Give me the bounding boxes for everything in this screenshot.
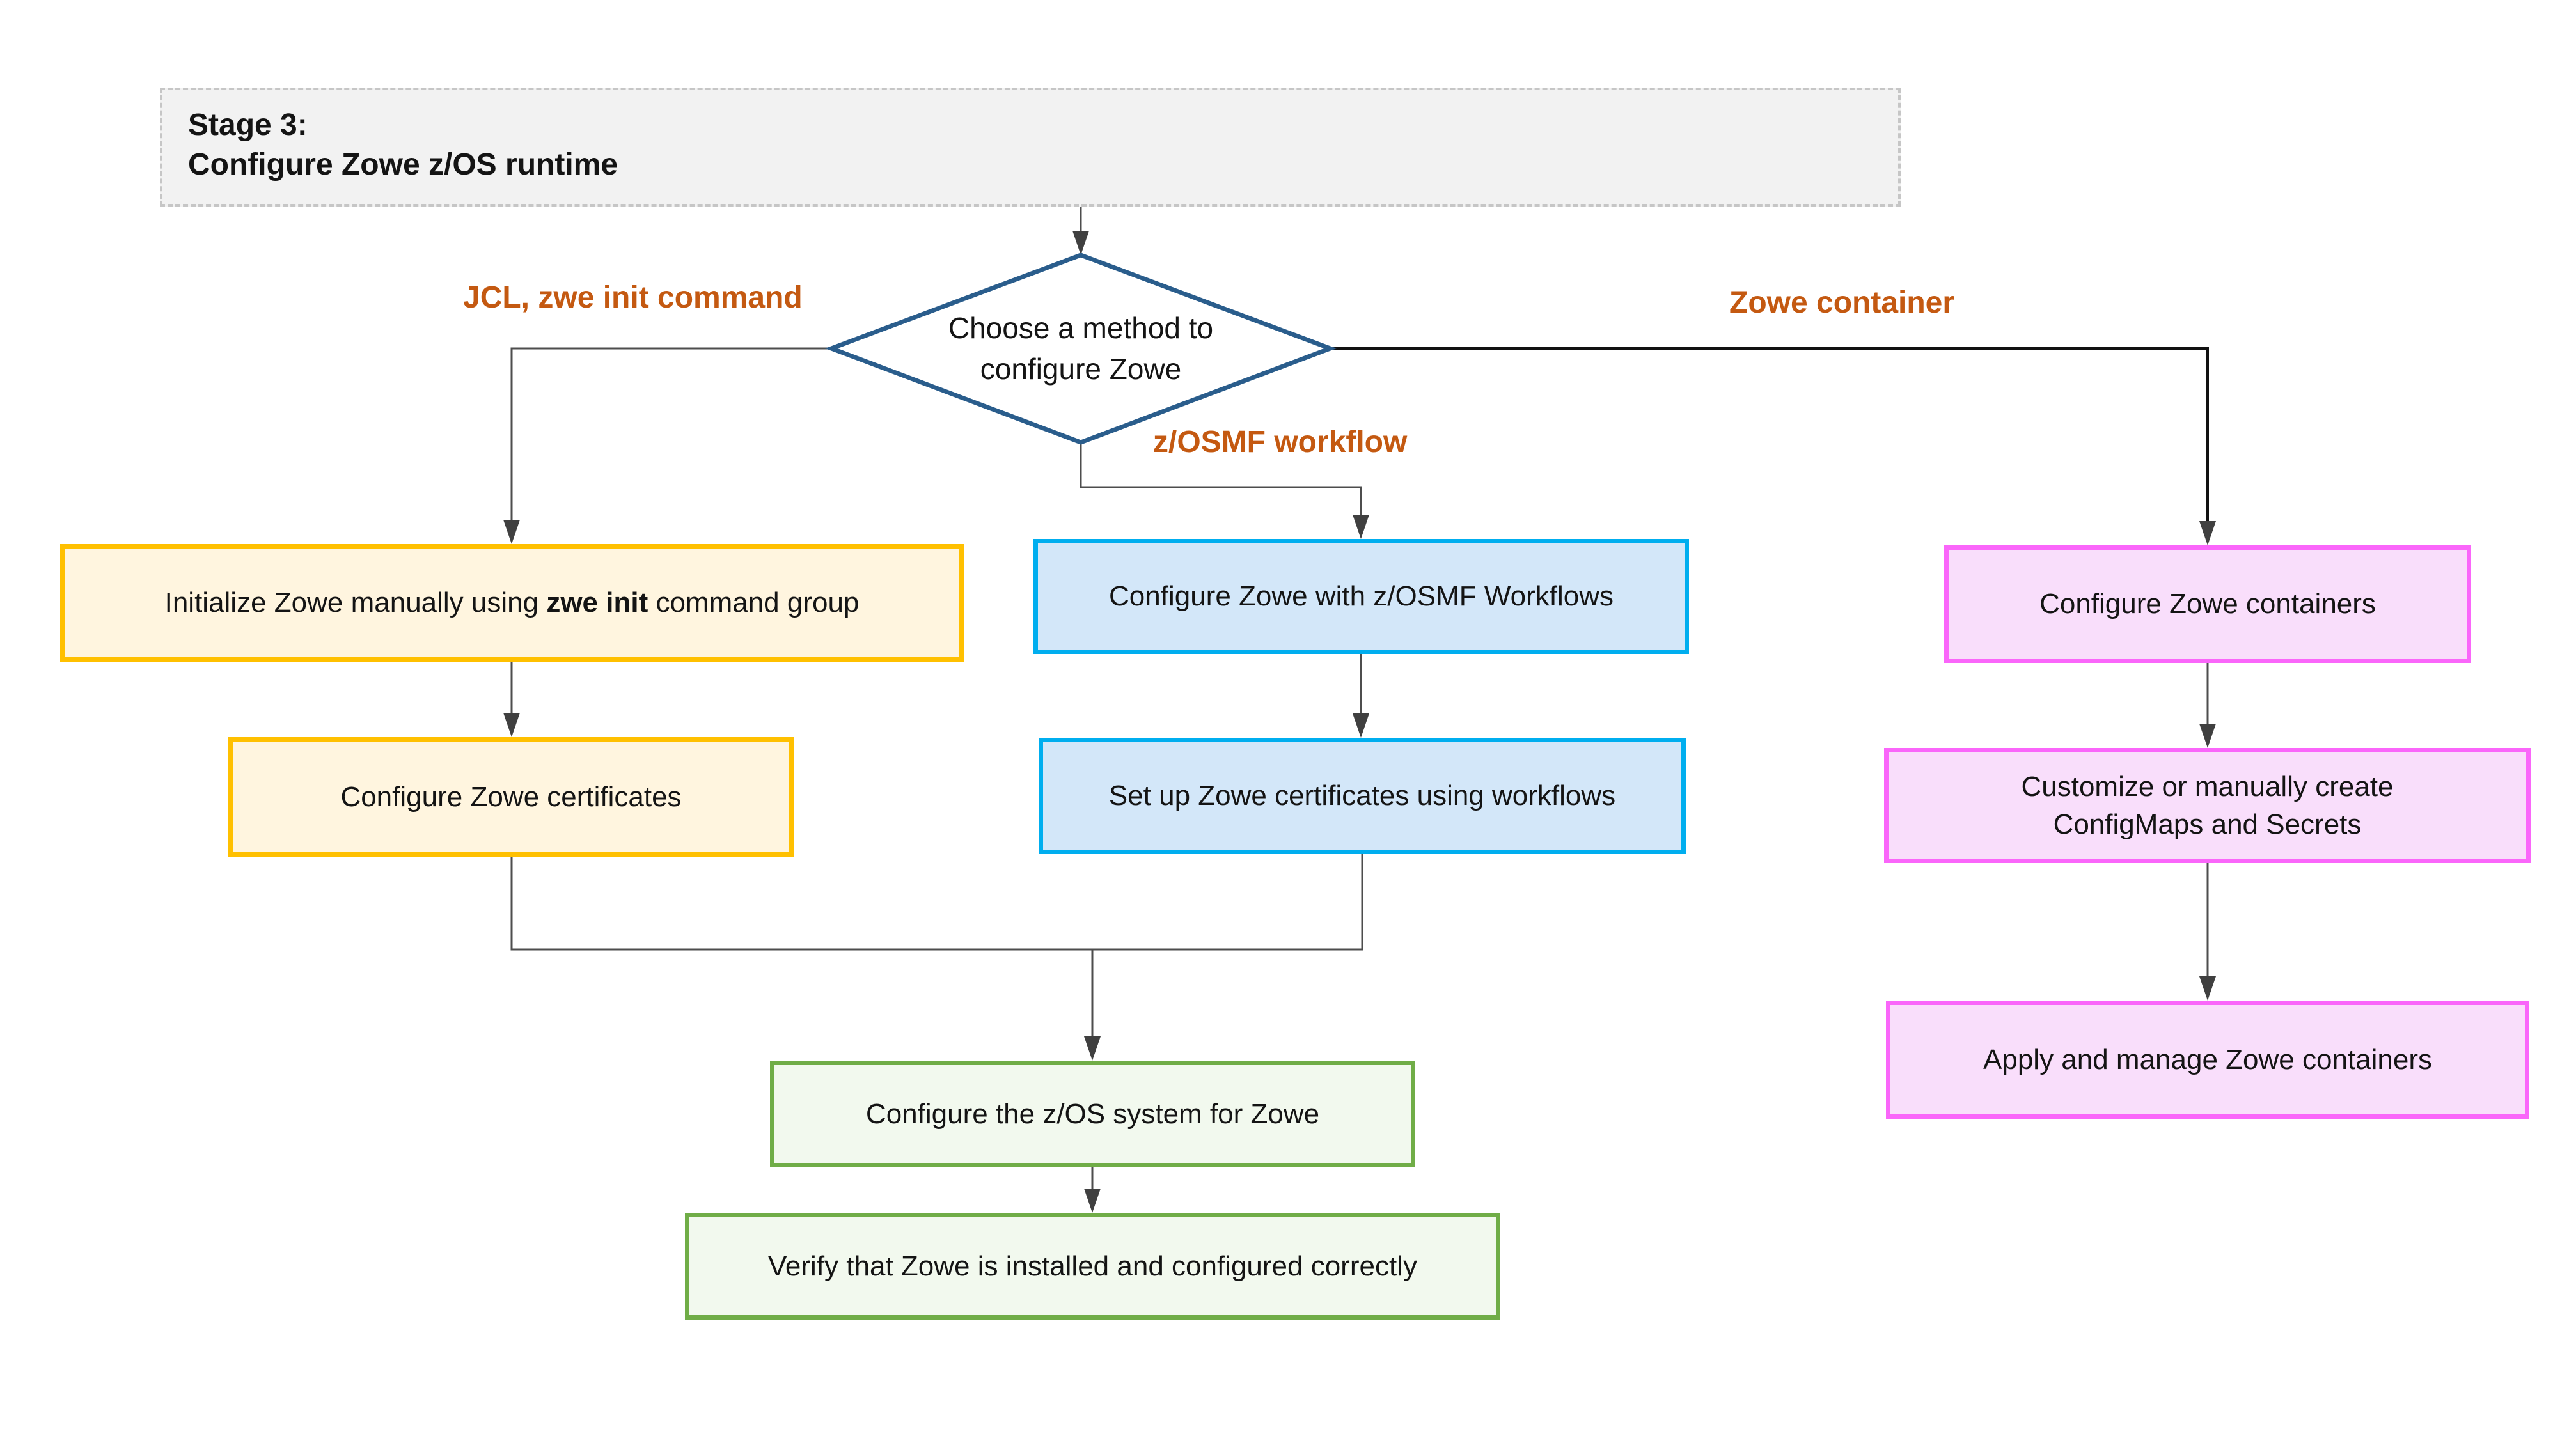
- node-configure-certificates: Configure Zowe certificates: [228, 737, 794, 857]
- arrowhead-icon: [1353, 515, 1369, 539]
- connector-branch-right: [1330, 347, 2209, 524]
- arrowhead-icon: [2199, 976, 2216, 1001]
- node-setup-certificates-workflows: Set up Zowe certificates using workflows: [1039, 738, 1686, 854]
- arrowhead-icon: [1072, 231, 1089, 255]
- decision-line1: Choose a method to: [948, 311, 1214, 345]
- node-initialize-suffix: command group: [648, 587, 860, 619]
- decision-diamond: [825, 253, 1337, 445]
- node-configure-containers: Configure Zowe containers: [1944, 545, 2471, 663]
- node-initialize-prefix: Initialize Zowe manually using: [164, 587, 547, 619]
- node-initialize-bold: zwe init: [546, 587, 648, 619]
- arrowhead-icon: [2199, 521, 2216, 545]
- node-customize-configmaps: Customize or manually create ConfigMaps …: [1884, 748, 2531, 863]
- stage-banner: Stage 3: Configure Zowe z/OS runtime: [160, 88, 1901, 207]
- connector-branch-middle: [1080, 442, 1362, 518]
- arrowhead-icon: [503, 713, 520, 737]
- branch-label-jcl: JCL, zwe init command: [463, 281, 803, 315]
- arrowhead-icon: [1353, 713, 1369, 738]
- arrowhead-icon: [503, 520, 520, 544]
- branch-label-zosmf: z/OSMF workflow: [1153, 425, 1408, 459]
- branch-label-container: Zowe container: [1729, 286, 1955, 320]
- node-verify-installation: Verify that Zowe is installed and config…: [685, 1213, 1500, 1320]
- node-configure-zos-system: Configure the z/OS system for Zowe: [770, 1061, 1415, 1167]
- connector-merge: [510, 854, 1363, 951]
- stage-banner-line1: Stage 3:: [188, 108, 308, 142]
- arrowhead-icon: [2199, 724, 2216, 748]
- node-configure-zosmf-workflows: Configure Zowe with z/OSMF Workflows: [1033, 539, 1689, 654]
- node-customize-line2: ConfigMaps and Secrets: [2053, 809, 2362, 840]
- decision-label: Choose a method to configure Zowe: [825, 255, 1337, 442]
- stage-banner-line2: Configure Zowe z/OS runtime: [188, 148, 618, 182]
- decision-line2: configure Zowe: [980, 352, 1182, 386]
- arrowhead-icon: [1084, 1189, 1101, 1213]
- node-apply-manage-containers: Apply and manage Zowe containers: [1886, 1001, 2529, 1119]
- node-initialize-zwe-init: Initialize Zowe manually using zwe init …: [60, 544, 964, 662]
- arrowhead-icon: [1084, 1036, 1101, 1061]
- connector-branch-left: [510, 347, 831, 523]
- node-customize-line1: Customize or manually create: [2021, 770, 2394, 802]
